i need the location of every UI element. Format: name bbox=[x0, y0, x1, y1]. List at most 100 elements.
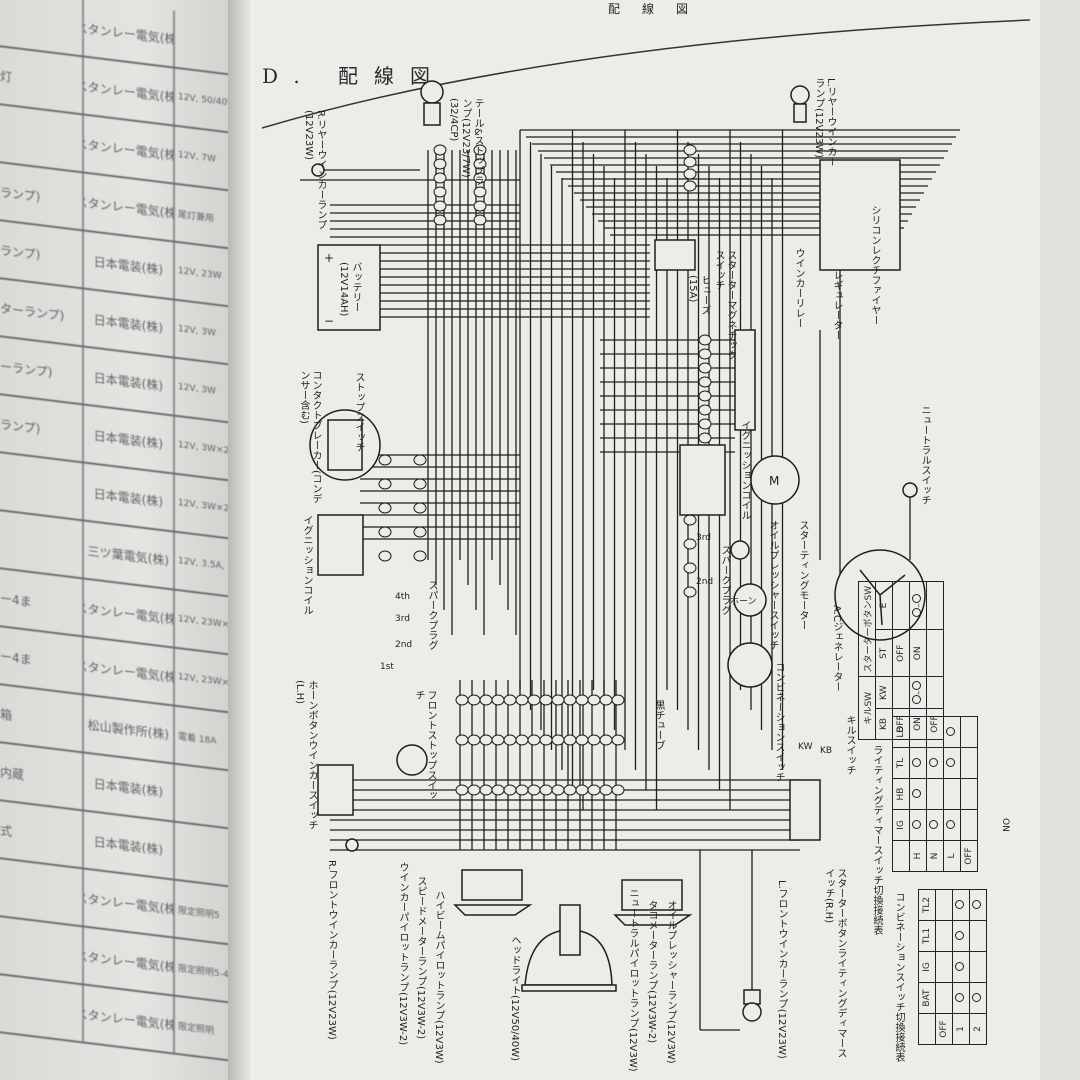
horn-button-winker-switch-label: ホーンボタンウインカースイッチ(L.H) bbox=[294, 680, 317, 830]
wire-connector bbox=[575, 784, 589, 796]
col-header: KW bbox=[875, 677, 893, 709]
wire-connector bbox=[683, 562, 697, 574]
starter-table-title: スターターボタンSW bbox=[858, 581, 876, 677]
wire-connector bbox=[467, 734, 481, 746]
col-header: E bbox=[875, 581, 893, 630]
kb-terminal-label: KB bbox=[820, 746, 833, 756]
wire-connector bbox=[479, 734, 493, 746]
wire-connector bbox=[611, 784, 625, 796]
wire-connector bbox=[551, 784, 565, 796]
kw-terminal-label: KW bbox=[798, 742, 813, 752]
horn-button-winker-switch bbox=[317, 764, 354, 816]
cylinder-2nd-label: 2nd bbox=[395, 640, 413, 650]
wire-connector bbox=[698, 348, 712, 360]
col-header: HB bbox=[892, 778, 910, 810]
ignition-coil-center-label: イグニッションコイル bbox=[739, 420, 750, 520]
row-label: ON bbox=[909, 629, 927, 677]
wire-connector bbox=[378, 478, 392, 490]
speedometer-lamp-label: スピードメーターランプ(12V3W-2) bbox=[415, 876, 426, 1040]
ignition-coil-center bbox=[679, 444, 726, 516]
wire-connector bbox=[698, 362, 712, 374]
ac-generator-label: A.Cジェネレーター bbox=[831, 605, 842, 692]
r-rear-winker-label: R.リヤーウインカーランプ(12V23W) bbox=[303, 110, 326, 230]
wire-connector bbox=[587, 784, 601, 796]
battery-plus-icon: + bbox=[324, 251, 334, 265]
wire-connector bbox=[683, 514, 697, 526]
wire-connector bbox=[563, 784, 577, 796]
contact-breaker-label: コンタクトブレーカー(コンデンサー含む) bbox=[298, 370, 321, 504]
cylinder-1st-label: 1st bbox=[380, 662, 394, 672]
cylinder-4th-label: 4th bbox=[395, 592, 410, 602]
wire-connector bbox=[539, 694, 553, 706]
regulator-label: レギュレーター bbox=[831, 270, 842, 340]
wire-connector bbox=[587, 734, 601, 746]
starting-motor: M bbox=[750, 455, 800, 505]
wire-connector bbox=[455, 734, 469, 746]
wire-connector bbox=[611, 694, 625, 706]
r-front-winker-label: R.フロントウインカーランプ(12V23W) bbox=[326, 860, 337, 1040]
battery-minus-icon: − bbox=[324, 314, 334, 328]
neutral-pilot-label: ニュートラルパイロットランプ(12V3W) bbox=[627, 888, 638, 1072]
tachometer-lamp-label: タコメーターランプ(12V3W-2) bbox=[646, 900, 657, 1044]
combination-switch bbox=[727, 642, 773, 688]
row-label: N bbox=[926, 840, 944, 872]
wire-connector bbox=[413, 526, 427, 538]
tail-stop-lamp-label: テール&ストップランプ(12V23/7W)(32/4CP) bbox=[448, 98, 483, 186]
wire-connector bbox=[587, 694, 601, 706]
wire-connector bbox=[479, 784, 493, 796]
black-tube-label: 黒チューブ bbox=[653, 700, 664, 750]
starter-magnetic-switch-label: スターターマグネチックスイッチ bbox=[713, 250, 736, 360]
l-front-winker-label: L.フロントウインカーランプ(12V23W) bbox=[776, 880, 787, 1059]
stop-switch-label: ストップスイッチ bbox=[353, 372, 364, 452]
col-header: IG bbox=[918, 951, 936, 983]
combination-table-title: コンビネーションスイッチ切換接続表 bbox=[893, 892, 904, 1062]
col-header: BAT bbox=[918, 982, 936, 1014]
spark-plug-left-label: スパークプラグ bbox=[426, 580, 437, 650]
wire-connector bbox=[683, 586, 697, 598]
wire-connector bbox=[575, 694, 589, 706]
col-header: LB bbox=[892, 716, 910, 748]
wire-connector bbox=[515, 694, 529, 706]
headlight bbox=[521, 904, 617, 992]
col-header: TL2 bbox=[918, 889, 936, 921]
battery: +− bbox=[317, 244, 381, 331]
row-label: OFF bbox=[935, 1013, 953, 1045]
row-label: OFF bbox=[960, 840, 978, 872]
fuse-label: ヒューズ(15A) bbox=[687, 275, 710, 315]
wire-connector bbox=[683, 538, 697, 550]
ignition-coil-left-label: イグニッションコイル bbox=[301, 515, 312, 615]
wire-connector bbox=[378, 502, 392, 514]
winker-relay-label: ウインカーリレー bbox=[793, 248, 804, 328]
contact-dot-icon bbox=[912, 594, 921, 604]
silicon-rectifier-label: シリコンレクチファイヤー bbox=[869, 205, 880, 325]
ac-generator bbox=[834, 549, 926, 641]
wire-connector bbox=[527, 784, 541, 796]
wire-connector bbox=[698, 404, 712, 416]
wire-connector bbox=[455, 694, 469, 706]
wire-connector bbox=[527, 734, 541, 746]
wire-connector bbox=[515, 784, 529, 796]
page-edge bbox=[1040, 0, 1080, 1080]
wire-connector bbox=[433, 214, 447, 226]
wire-connector bbox=[473, 144, 487, 156]
wire-connector bbox=[683, 156, 697, 168]
tail-stop-lamp-bulb bbox=[420, 80, 444, 126]
r-front-winker-bulb bbox=[345, 838, 359, 852]
wire-connector bbox=[563, 734, 577, 746]
wire-connector bbox=[698, 334, 712, 346]
wire-connector bbox=[455, 784, 469, 796]
wire-connector bbox=[467, 694, 481, 706]
wire-connector bbox=[433, 172, 447, 184]
row-label: L bbox=[943, 840, 961, 872]
wire-connector bbox=[503, 784, 517, 796]
row-label: 1 bbox=[952, 1013, 970, 1045]
kill-switch-label: キルスイッチ bbox=[844, 715, 855, 775]
wire-connector bbox=[527, 694, 541, 706]
dimmer-on-label: ON bbox=[1000, 818, 1010, 832]
starter-dimmer-switch bbox=[789, 779, 821, 841]
oil-pressure-switch-label: オイルプレッシャースイッチ bbox=[767, 520, 778, 650]
l-rear-winker-bulb bbox=[790, 85, 810, 123]
wire-connector bbox=[413, 454, 427, 466]
